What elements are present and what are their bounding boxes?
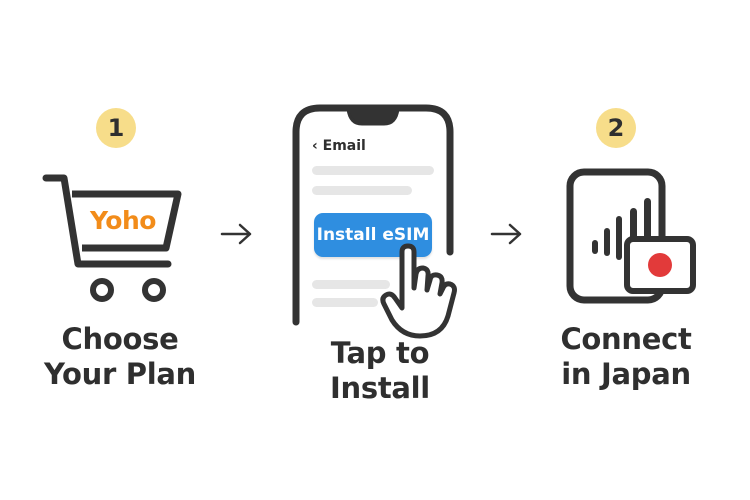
email-header: ‹ Email xyxy=(312,138,366,154)
phone-icon xyxy=(292,104,454,326)
arrow-right-icon xyxy=(220,223,252,245)
step-2-number: 2 xyxy=(607,114,625,142)
step-2-label-line-2: Install xyxy=(330,371,430,405)
yoho-brand-logo: Yoho xyxy=(90,206,156,235)
pointer-hand-icon xyxy=(380,243,457,339)
step-3-label-line-2: in Japan xyxy=(561,357,691,391)
step-2-badge: 2 xyxy=(596,108,636,148)
step-3-label: Connect in Japan xyxy=(546,322,706,392)
step-2-label-line-1: Tap to xyxy=(330,336,430,370)
step-1-label-line-2: Your Plan xyxy=(43,357,196,391)
cart-icon xyxy=(42,174,182,302)
step-3-label-line-1: Connect xyxy=(560,322,692,356)
arrow-right-icon xyxy=(490,223,522,245)
step-1-badge: 1 xyxy=(96,108,136,148)
email-header-label: Email xyxy=(322,138,366,154)
step-1-label-line-1: Choose xyxy=(61,322,179,356)
step-1-label: Choose Your Plan xyxy=(40,322,200,392)
japan-flag-icon xyxy=(624,236,696,294)
step-1-number: 1 xyxy=(107,114,125,142)
step-2-label: Tap to Install xyxy=(300,336,460,406)
chevron-left-icon: ‹ xyxy=(312,138,318,154)
